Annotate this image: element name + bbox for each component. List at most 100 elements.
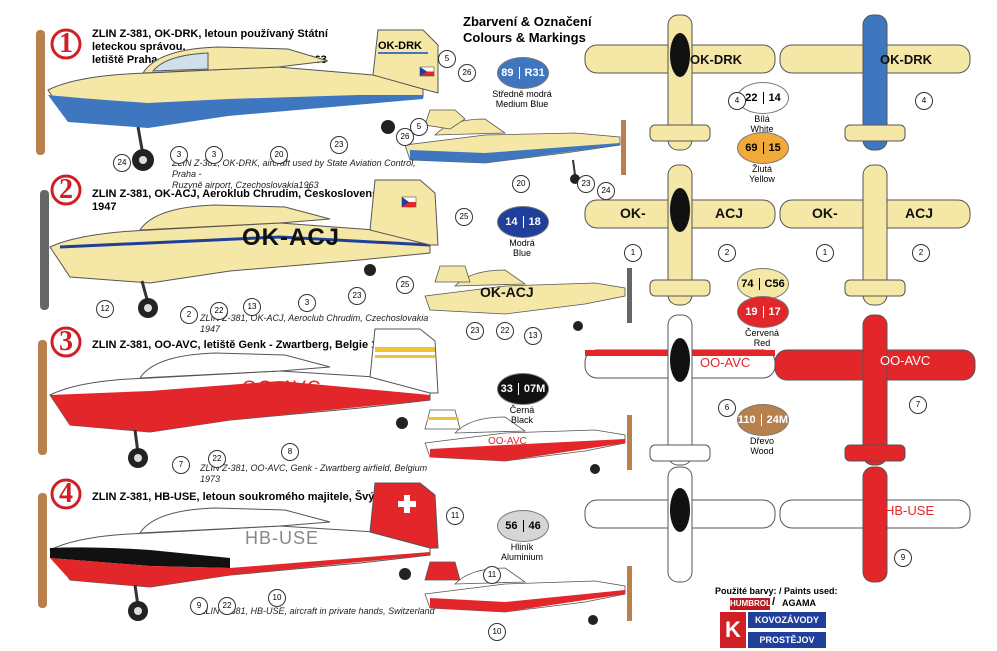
legend-title: Zbarvení & Označení Colours & Markings	[463, 14, 592, 45]
scheme-2-number: 2	[50, 174, 82, 206]
callout-number: 10	[488, 623, 506, 641]
callout-number: 22	[208, 450, 226, 468]
scheme-1-bottom-registration: OK-DRK	[880, 52, 932, 67]
callout-number: 23	[330, 136, 348, 154]
callout-number: 12	[96, 300, 114, 318]
callout-number: 2	[912, 244, 930, 262]
paint-code-humbrol: 22	[745, 92, 764, 104]
brand1-badge: HUMBROL	[730, 598, 771, 610]
scheme-3-bottom-registration: OO-AVC	[880, 353, 931, 368]
number-badge-icon	[50, 28, 82, 60]
scheme-2-caption: ZLIN Z-381, OK-ACJ, Aeroclub Chrudim, Cz…	[200, 313, 429, 334]
paint-code-agama: 17	[768, 306, 781, 318]
scheme-4-top-view	[584, 466, 776, 583]
scheme-2-bottom-wing-left: OK-	[812, 205, 838, 221]
callout-number: 7	[909, 396, 927, 414]
scheme-2-top-view	[584, 164, 776, 306]
scheme-2-bottom-wing-right: ACJ	[905, 205, 934, 221]
callout-number: 26	[396, 128, 414, 146]
callout-number: 5	[410, 118, 428, 136]
paint-code-agama: 15	[768, 142, 781, 154]
callout-number: 25	[396, 276, 414, 294]
scheme-3-top-registration: OO-AVC	[700, 355, 751, 370]
number-badge-icon	[50, 174, 82, 206]
callout-number: 2	[180, 306, 198, 324]
callout-number: 23	[466, 322, 484, 340]
callout-number: 7	[172, 456, 190, 474]
paint-chip: 14 18	[497, 206, 549, 238]
callout-number: 23	[348, 287, 366, 305]
paint-code-agama: 18	[528, 216, 541, 228]
paint-code-humbrol: 89	[501, 67, 520, 79]
scheme-4-number: 4	[50, 478, 82, 510]
paint-code-humbrol: 69	[745, 142, 764, 154]
maker-logo: K	[720, 612, 746, 648]
maker-name-box-1: KOVOZÁVODY	[748, 612, 826, 628]
paint-code-humbrol: 56	[505, 520, 524, 532]
paint-code-humbrol: 19	[745, 306, 764, 318]
callout-number: 1	[816, 244, 834, 262]
scheme-4-fuselage-registration: HB-USE	[245, 528, 320, 548]
callout-number: 22	[496, 322, 514, 340]
scheme-1-bottom-view	[779, 14, 971, 151]
paint-code-humbrol: 14	[505, 216, 524, 228]
paint-chip: 56 46	[497, 510, 549, 542]
scheme-2-bottom-view	[779, 164, 971, 306]
maker-name-box-2: PROSTĚJOV	[748, 632, 826, 648]
paint-code-humbrol: 33	[501, 383, 519, 395]
scheme-2-top-wing-right: ACJ	[715, 205, 744, 221]
number-badge-icon	[50, 478, 82, 510]
scheme-4-title: ZLIN Z-381, HB-USE, letoun soukromého ma…	[92, 491, 410, 503]
callout-number: 9	[190, 597, 208, 615]
callout-number: 20	[512, 175, 530, 193]
scheme-2-title: ZLIN Z-381, OK-ACJ, Aeroklub Chrudim, Če…	[92, 188, 392, 213]
paint-code-humbrol: 110	[738, 414, 762, 426]
callout-number: 4	[915, 92, 933, 110]
callout-number: 22	[210, 302, 228, 320]
callout-number: 6	[718, 399, 736, 417]
callout-number: 10	[268, 589, 286, 607]
callout-number: 2	[718, 244, 736, 262]
scheme-3-top-view	[584, 314, 776, 466]
callout-number: 9	[894, 549, 912, 567]
callout-number: 5	[438, 50, 456, 68]
scheme-3-side-view-small	[424, 409, 632, 474]
scheme-2-side-view-small	[424, 265, 632, 331]
brand-separator: /	[772, 596, 776, 608]
callout-number: 8	[281, 443, 299, 461]
scheme-4-side-view-large	[38, 482, 439, 621]
paint-code-humbrol: 74	[741, 278, 760, 290]
paint-chip: 74 C56	[737, 268, 789, 300]
scheme-1-top-view	[584, 14, 776, 151]
paint-code-agama: C56	[764, 278, 785, 290]
brand2-label: AGAMA	[782, 598, 816, 608]
scheme-4-caption: ZLIN Z-381, HB-USE, aircraft in private …	[200, 606, 435, 616]
paint-chip: 69 15	[737, 132, 789, 164]
scheme-2-side-view-large	[40, 179, 439, 318]
plan-views	[584, 14, 976, 583]
callout-number: 23	[577, 175, 595, 193]
paint-code-agama: 46	[528, 520, 541, 532]
scheme-1-fin-registration: OK-DRK	[378, 40, 422, 52]
scheme-2-small-registration: OK-ACJ	[480, 284, 534, 300]
callout-number: 24	[113, 154, 131, 172]
scheme-1-side-view-large	[36, 29, 439, 171]
scheme-3-side-view-large	[38, 328, 439, 468]
scheme-1-number: 1	[50, 28, 82, 60]
scheme-4-bottom-registration: HB-USE	[885, 503, 935, 518]
scheme-1-side-view-small	[404, 109, 626, 184]
callout-number: 3	[205, 146, 223, 164]
paints-used-label: Použité barvy: / Paints used:	[715, 586, 838, 596]
brand1-label: HUMBROL	[730, 599, 771, 608]
